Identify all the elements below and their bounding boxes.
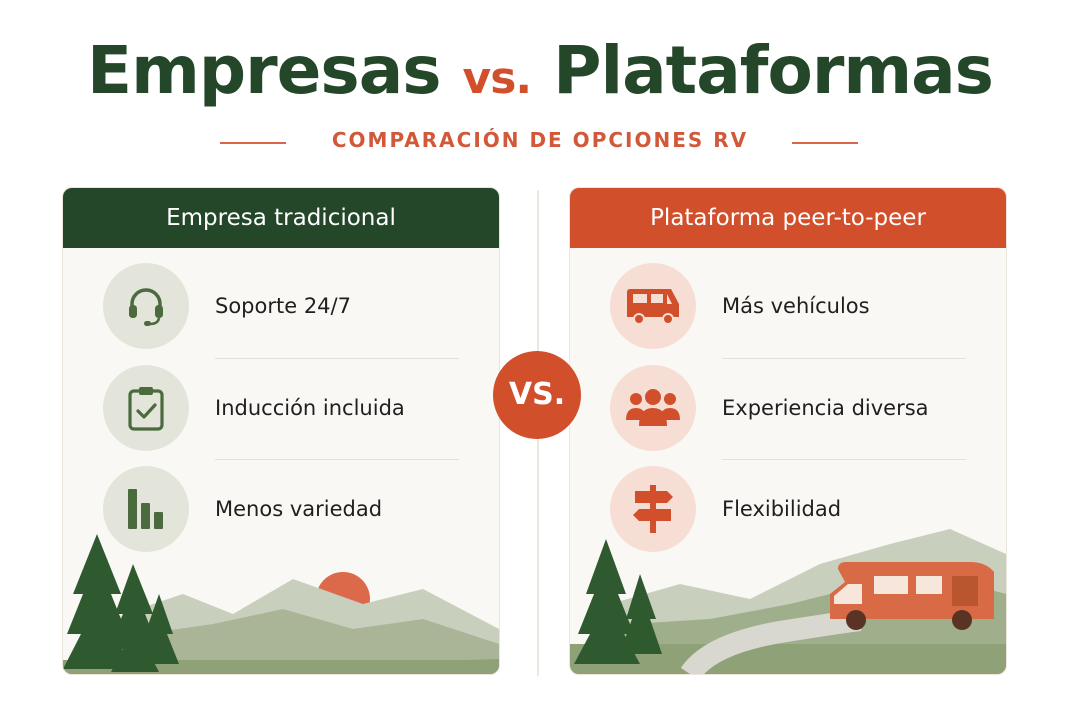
title-vs: vs.: [462, 53, 533, 104]
bar-chart-icon: [103, 466, 189, 552]
card-heading: Plataforma peer-to-peer: [570, 188, 1006, 248]
list-item-label: Más vehículos: [722, 294, 870, 318]
list-item-label: Inducción incluida: [215, 396, 405, 420]
list-item-label: Soporte 24/7: [215, 294, 351, 318]
list-item-less-variety: Menos variedad: [63, 464, 499, 554]
headset-icon: [103, 263, 189, 349]
rv-icon: [610, 263, 696, 349]
people-group-icon: [610, 365, 696, 451]
row-separator: [722, 459, 966, 460]
card-heading: Empresa tradicional: [63, 188, 499, 248]
forest-landscape-illustration: [63, 534, 499, 674]
card-traditional-company: Empresa tradicional Soporte 24/7 Inducci…: [62, 187, 500, 675]
page-subtitle: COMPARACIÓN DE OPCIONES RV: [331, 128, 749, 152]
card-peer-to-peer-platform: Plataforma peer-to-peer Más vehículos: [569, 187, 1007, 675]
signpost-icon: [610, 466, 696, 552]
rv-illustration: [830, 562, 994, 630]
page-title: Empresas vs. Plataformas: [0, 32, 1080, 109]
row-separator: [215, 459, 459, 460]
subtitle-rule-right: [792, 142, 858, 144]
list-item-flexibility: Flexibilidad: [570, 464, 1006, 554]
title-plataformas: Plataformas: [553, 32, 994, 109]
row-separator: [722, 358, 966, 359]
road-rv-landscape-illustration: [570, 529, 1006, 674]
list-item-label: Flexibilidad: [722, 497, 842, 521]
vs-badge: VS.: [493, 351, 581, 439]
clipboard-check-icon: [103, 365, 189, 451]
subtitle-rule-left: [220, 142, 286, 144]
list-item-induction: Inducción incluida: [63, 363, 499, 453]
list-item-support: Soporte 24/7: [63, 261, 499, 351]
list-item-diverse-experience: Experiencia diversa: [570, 363, 1006, 453]
title-empresas: Empresas: [87, 32, 442, 109]
row-separator: [215, 358, 459, 359]
list-item-label: Experiencia diversa: [722, 396, 929, 420]
list-item-more-vehicles: Más vehículos: [570, 261, 1006, 351]
list-item-label: Menos variedad: [215, 497, 383, 521]
